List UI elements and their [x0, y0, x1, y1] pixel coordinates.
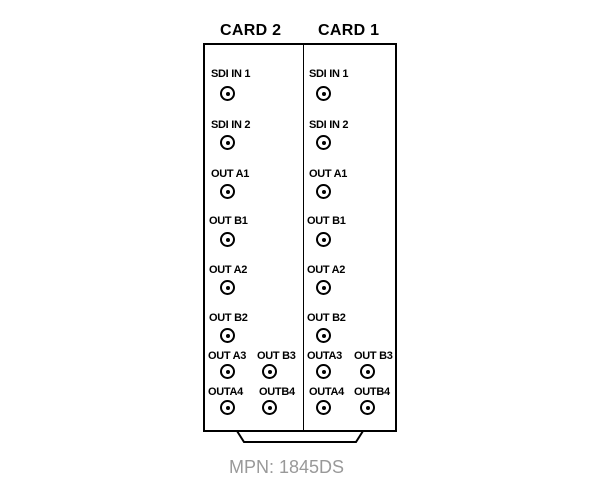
bnc-connector-icon — [316, 364, 331, 379]
card2-out-b3-label: OUT B3 — [257, 350, 296, 362]
bnc-connector-icon — [360, 364, 375, 379]
card2-out-a1-label: OUT A1 — [211, 168, 250, 180]
bnc-connector-icon — [262, 364, 277, 379]
card1-out-a4-label: OUTA4 — [309, 386, 344, 398]
bnc-connector-icon — [316, 400, 331, 415]
card1-out-b3-label: OUT B3 — [354, 350, 393, 362]
card1-out-b1-label: OUT B1 — [307, 215, 346, 227]
bnc-connector-icon — [316, 135, 331, 150]
bnc-connector-icon — [220, 184, 235, 199]
mounting-tab — [236, 430, 364, 443]
card1-sdi-in-2-label: SDI IN 2 — [309, 119, 349, 131]
bnc-connector-icon — [316, 280, 331, 295]
card-2-header: CARD 2 — [220, 22, 282, 39]
bnc-connector-icon — [220, 232, 235, 247]
bnc-connector-icon — [316, 328, 331, 343]
card-divider — [303, 43, 304, 432]
card-1-header: CARD 1 — [318, 22, 380, 39]
card2-out-b2-label: OUT B2 — [209, 312, 248, 324]
card1-out-b2-label: OUT B2 — [307, 312, 346, 324]
bnc-connector-icon — [220, 135, 235, 150]
bnc-connector-icon — [220, 280, 235, 295]
bnc-connector-icon — [220, 328, 235, 343]
card1-out-a3-label: OUTA3 — [307, 350, 342, 362]
card2-out-a3-label: OUT A3 — [208, 350, 247, 362]
bnc-connector-icon — [262, 400, 277, 415]
card2-out-a4-label: OUTA4 — [208, 386, 243, 398]
card2-out-a2-label: OUT A2 — [209, 264, 248, 276]
bnc-connector-icon — [220, 364, 235, 379]
card1-out-a1-label: OUT A1 — [309, 168, 348, 180]
card2-sdi-in-2-label: SDI IN 2 — [211, 119, 251, 131]
bnc-connector-icon — [360, 400, 375, 415]
bnc-connector-icon — [316, 86, 331, 101]
card2-out-b1-label: OUT B1 — [209, 215, 248, 227]
card1-sdi-in-1-label: SDI IN 1 — [309, 68, 349, 80]
card1-out-b4-label: OUTB4 — [354, 386, 390, 398]
card1-out-a2-label: OUT A2 — [307, 264, 346, 276]
bnc-connector-icon — [220, 400, 235, 415]
bnc-connector-icon — [316, 184, 331, 199]
card2-out-b4-label: OUTB4 — [259, 386, 295, 398]
bnc-connector-icon — [220, 86, 235, 101]
model-part-number: MPN: 1845DS — [229, 457, 345, 477]
card2-sdi-in-1-label: SDI IN 1 — [211, 68, 251, 80]
bnc-connector-icon — [316, 232, 331, 247]
